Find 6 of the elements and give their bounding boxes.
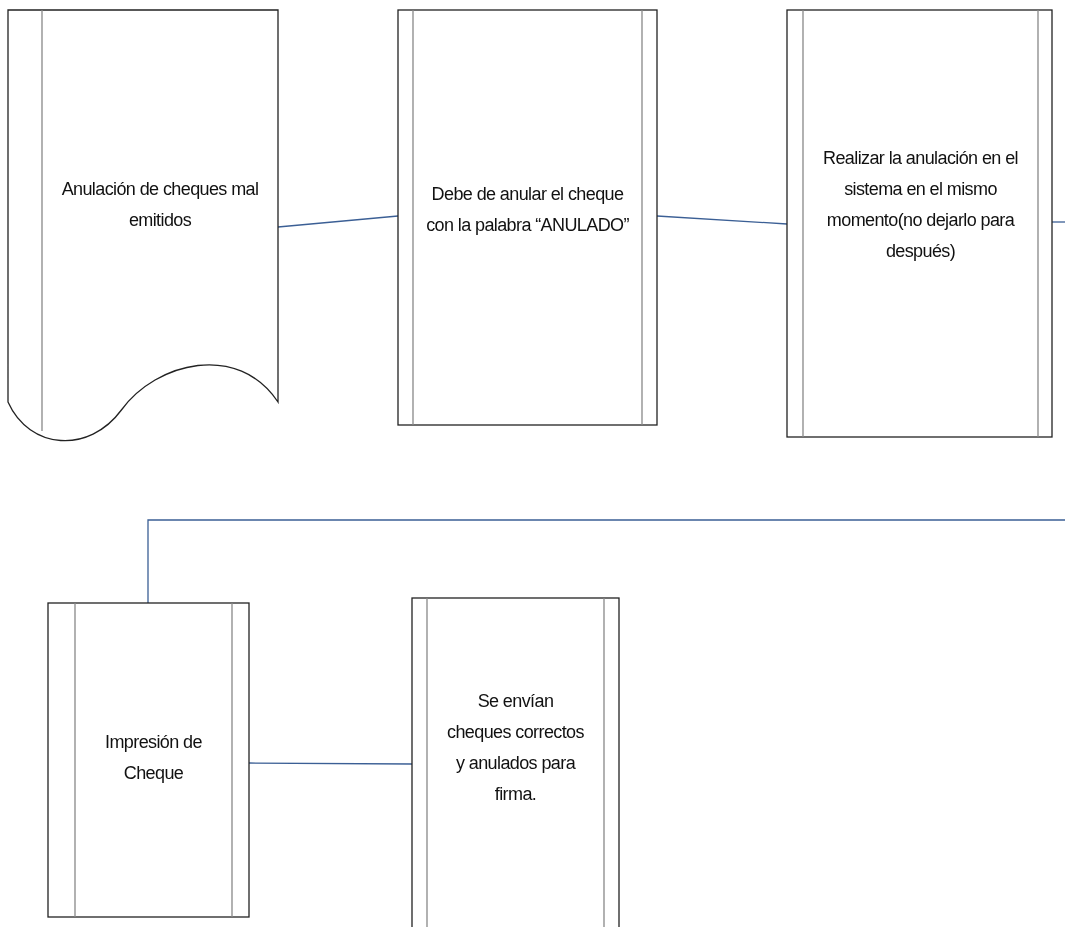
step-text: Impresión de Cheque: [104, 731, 203, 785]
connector-line: [147, 519, 1065, 604]
step-text: Realizar la anulación en el sistema en el mismo momento(no dejarlo para después): [822, 147, 1019, 263]
step-text: Debe de anular el cheque con la palabra “ANULADO”: [425, 183, 630, 237]
step-text: Anulación de cheques mal emitidos: [60, 178, 260, 232]
step-text: Se envían cheques correctos y anulados para firma.: [446, 690, 585, 806]
